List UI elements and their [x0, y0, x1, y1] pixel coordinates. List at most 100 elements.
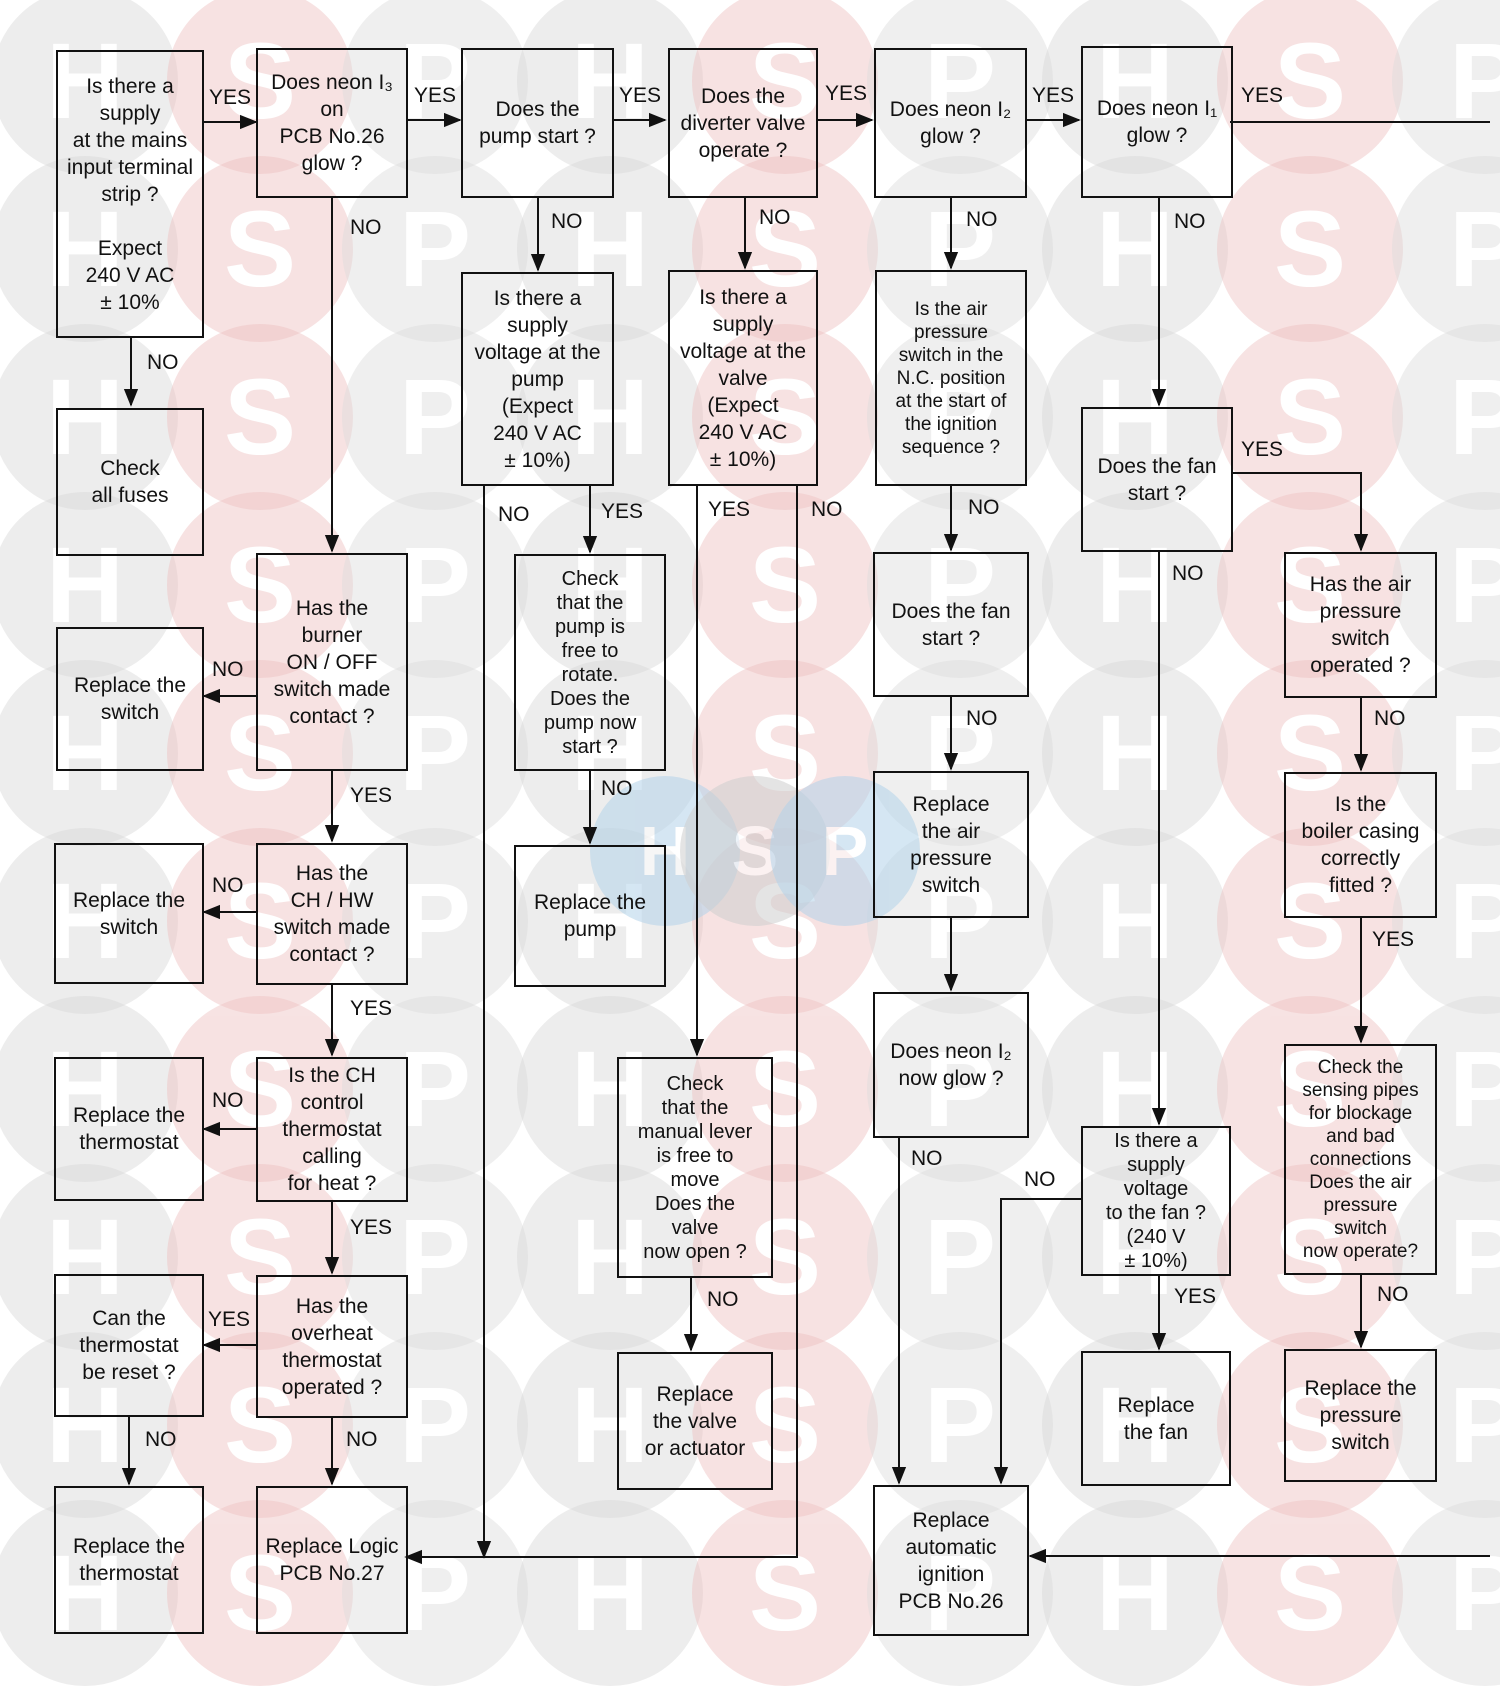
- box-text-line: ON / OFF: [286, 650, 378, 674]
- box-text-line: Is there a: [1114, 1130, 1198, 1152]
- box-text-line: 240 V AC: [698, 420, 788, 444]
- box-text-line: Is there a: [699, 285, 787, 309]
- box-text-line: Is the CH: [288, 1064, 376, 1087]
- box-text-line: contact ?: [289, 704, 375, 728]
- box-text-line: thermostat: [79, 1131, 179, 1154]
- box-text-line: switch: [99, 915, 159, 939]
- box-text-line: switch: [921, 873, 981, 897]
- box-replace-switch-1: Replace the switch: [56, 627, 204, 771]
- box-text-line: pressure: [1319, 600, 1402, 623]
- box-text-line: switch: [100, 701, 160, 724]
- box-text-line: 240 V AC: [493, 421, 582, 445]
- box-text-line: thermostat: [282, 1118, 382, 1141]
- box-text-line: diverter valve: [680, 111, 806, 135]
- box-text-line: Expect: [97, 236, 163, 260]
- box-text-line: pump is: [554, 615, 626, 638]
- box-text-line: Check: [666, 1072, 724, 1095]
- box-text-line: supply: [712, 312, 774, 336]
- box-text-line: Check: [561, 567, 619, 590]
- box-text-line: switch made: [273, 916, 391, 939]
- label-no: NO: [1024, 1168, 1056, 1191]
- box-text-line: free to: [561, 639, 619, 662]
- label-yes: YES: [708, 498, 751, 521]
- box-text-line: Does the fan: [1097, 454, 1217, 478]
- box-text-line: PCB No.27: [279, 1562, 385, 1585]
- box-text-line: voltage: [1123, 1178, 1189, 1200]
- box-text-line: correctly: [1320, 847, 1401, 870]
- box-text-line: supply: [507, 313, 568, 337]
- box-text-line: the valve: [652, 1409, 738, 1433]
- box-text-line: be reset ?: [82, 1361, 176, 1384]
- box-text-line: operated ?: [1310, 654, 1411, 677]
- box-text-line: Check: [100, 457, 160, 480]
- box-text-line: Replace: [912, 792, 990, 816]
- box-text-line: Is the air: [914, 298, 988, 320]
- box-text-line: glow ?: [1126, 124, 1188, 147]
- label-yes: YES: [1241, 438, 1284, 461]
- box-text-line: Replace Logic: [265, 1535, 399, 1558]
- box-neon-i1: Does neon I₁ glow ?: [1081, 46, 1233, 198]
- label-no: NO: [1374, 707, 1406, 730]
- box-text-line: Does the: [700, 84, 786, 108]
- label-no: NO: [145, 1428, 177, 1451]
- box-text-line: calling: [302, 1145, 362, 1168]
- box-text-line: Replace the: [73, 674, 187, 697]
- box-text-line: fitted ?: [1328, 874, 1393, 897]
- box-text-line: at the start of: [895, 390, 1007, 412]
- box-text-line: switch made: [273, 677, 391, 701]
- box-text-line: start ?: [1127, 481, 1187, 505]
- box-text-line: is free to: [656, 1144, 734, 1167]
- box-text-line: valve: [671, 1216, 719, 1239]
- box-text-line: to the fan ?: [1105, 1202, 1207, 1224]
- box-text-line: supply: [99, 101, 161, 125]
- box-text-line: Does neon I₁: [1096, 97, 1218, 120]
- label-no: NO: [551, 210, 583, 233]
- box-text-line: that the: [556, 591, 624, 614]
- box-text-line: manual lever: [637, 1120, 753, 1143]
- box-text-line: 240 V AC: [85, 263, 175, 287]
- box-text-line: switch in the: [898, 344, 1004, 366]
- box-text-line: Does the: [549, 687, 631, 710]
- box-text-line: sequence ?: [901, 436, 1001, 458]
- box-text-line: switch: [1331, 627, 1390, 650]
- box-text-line: thermostat: [79, 1562, 179, 1585]
- box-text-line: Does the: [654, 1192, 736, 1215]
- label-yes: YES: [619, 84, 662, 107]
- label-yes: YES: [208, 1308, 251, 1331]
- box-text-line: move: [670, 1168, 720, 1191]
- box-text-line: switch: [1334, 1218, 1387, 1239]
- box-text-line: automatic: [905, 1535, 997, 1559]
- box-text-line: now operate?: [1302, 1241, 1419, 1262]
- box-text-line: Is there a: [86, 74, 174, 98]
- box-text-line: (240 V: [1126, 1226, 1186, 1248]
- box-text-line: pressure: [1319, 1404, 1402, 1427]
- box-text-line: rotate.: [561, 663, 619, 686]
- box-text-line: at the mains: [72, 128, 188, 152]
- box-text-line: Has the: [295, 1294, 369, 1318]
- box-text-line: pump now: [543, 711, 637, 734]
- box-text-line: Replace: [656, 1382, 734, 1406]
- label-no: NO: [759, 206, 791, 229]
- box-text-line: Has the: [295, 596, 369, 620]
- label-yes: YES: [1032, 84, 1075, 107]
- box-text-line: ± 10%): [1124, 1250, 1188, 1272]
- box-text-line: CH / HW: [290, 889, 374, 912]
- edge-valvesupply-no: [404, 486, 798, 1565]
- box-text-line: start ?: [921, 626, 981, 650]
- label-yes: YES: [1372, 928, 1415, 951]
- box-text-line: strip ?: [101, 182, 159, 206]
- box-text-line: Does the fan: [891, 599, 1011, 623]
